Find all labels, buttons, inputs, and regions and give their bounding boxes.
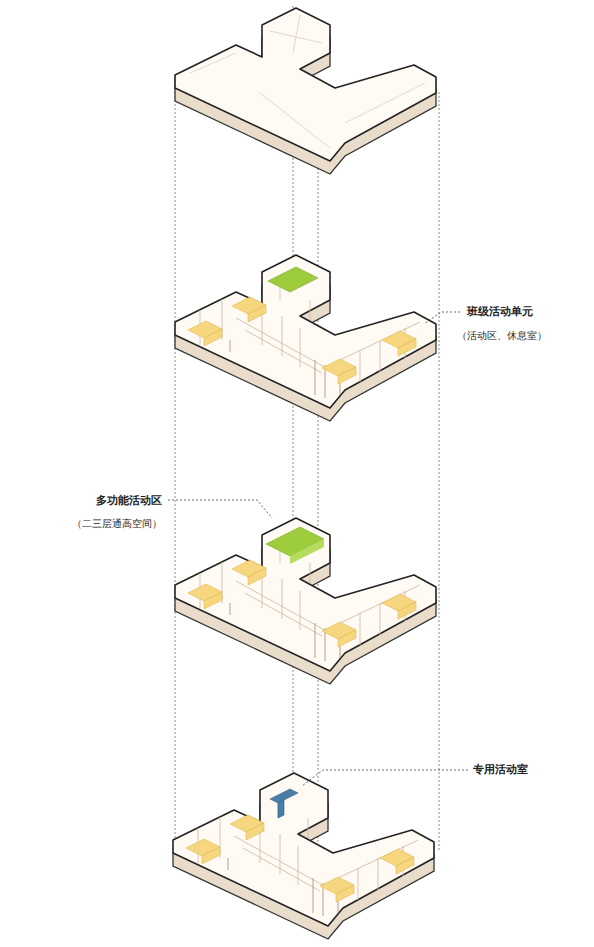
note-label: （二三层通高空间） [70,517,164,531]
title-label: 多功能活动区 [94,493,164,508]
note-label: （活动区、休息室） [455,329,549,343]
title-label: 专用活动室 [471,762,530,777]
title-label: 班级活动单元 [465,304,535,319]
